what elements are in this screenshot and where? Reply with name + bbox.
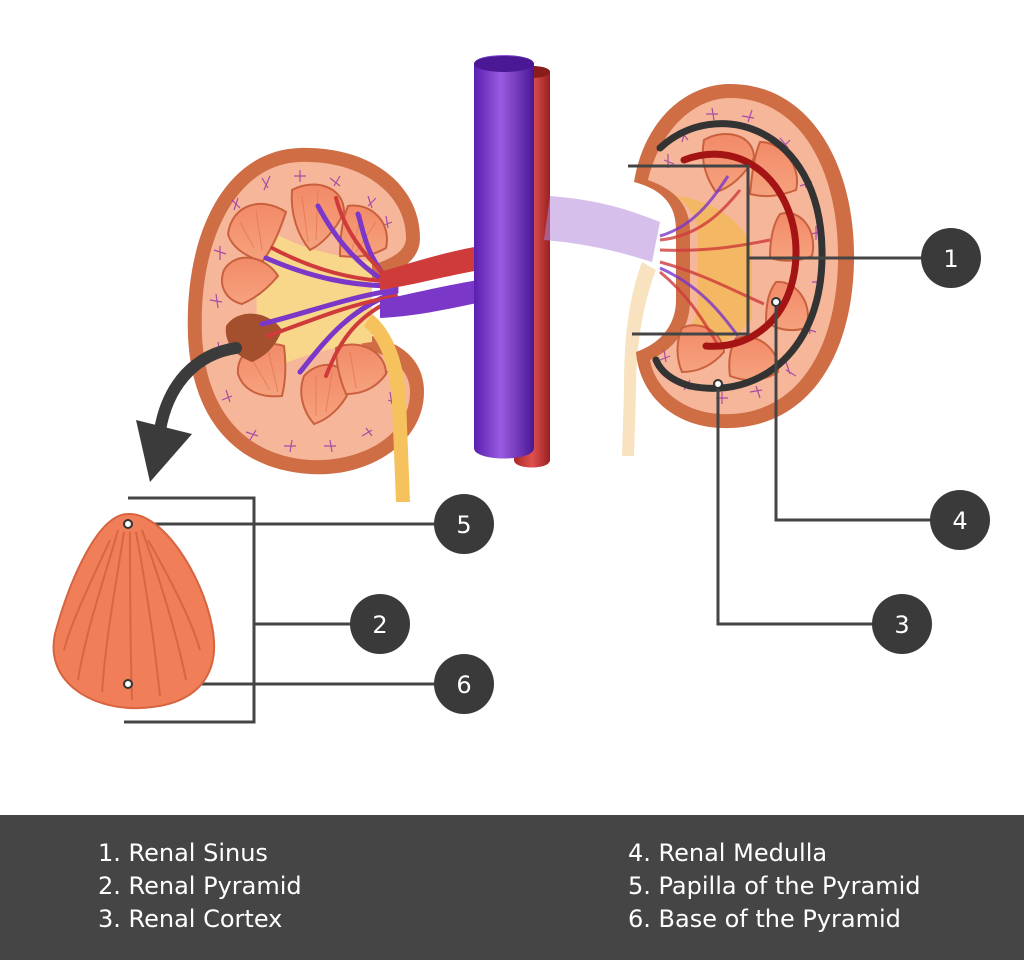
papilla-dot [123, 519, 133, 529]
legend-item: 4. Renal Medulla [628, 839, 828, 867]
legend-column-left: 1. Renal Sinus 2. Renal Pyramid 3. Renal… [98, 837, 302, 936]
left-cortex-capillaries [209, 170, 399, 453]
callout-badge-4: 4 [930, 490, 990, 550]
zoom-arrow-icon [136, 342, 242, 482]
left-ureter [364, 314, 410, 502]
left-renal-vein [380, 278, 492, 318]
right-ureter [622, 262, 656, 456]
callout-number: 6 [456, 671, 471, 699]
right-kidney [544, 84, 855, 456]
inferior-vena-cava [474, 55, 534, 459]
left-pyramid-striations [239, 189, 377, 416]
renal-medulla-arc [680, 150, 800, 350]
callout-badge-2: 2 [350, 594, 410, 654]
diagram-canvas: 1 4 3 5 2 6 [52, 55, 990, 724]
callout-lines [124, 164, 932, 724]
legend-item: 2. Renal Pyramid [98, 872, 302, 900]
callout-number: 3 [894, 611, 909, 639]
callout-badge-3: 3 [872, 594, 932, 654]
legend-item: 3. Renal Cortex [98, 905, 283, 933]
callout-badge-1: 1 [921, 228, 981, 288]
callout-anchor-dots [713, 297, 781, 389]
callout-line-4 [774, 302, 932, 522]
left-kidney [187, 147, 424, 475]
legend-item: 6. Base of the Pyramid [628, 905, 901, 933]
sinus-bracket [628, 164, 750, 336]
callout-line-3 [716, 384, 874, 626]
renal-cortex-arc [652, 120, 826, 392]
right-renal-vessels [544, 196, 660, 262]
zoomed-renal-pyramid [52, 512, 216, 710]
left-renal-artery [380, 244, 492, 290]
aorta-and-vena-cava [474, 55, 550, 468]
callout-number: 4 [952, 507, 967, 535]
callout-number: 2 [372, 611, 387, 639]
base-dot [123, 679, 133, 689]
right-sinus-vessels [659, 175, 771, 349]
left-interlobar-vessels [259, 196, 399, 378]
pyramid-bracket [124, 496, 256, 724]
left-pyramids [221, 183, 388, 426]
callout-number: 5 [456, 511, 471, 539]
callout-badge-6: 6 [434, 654, 494, 714]
legend-item: 5. Papilla of the Pyramid [628, 872, 921, 900]
callout-badge-5: 5 [434, 494, 494, 554]
callout-number: 1 [943, 245, 958, 273]
right-renal-sinus [676, 196, 752, 352]
legend-column-right: 4. Renal Medulla 5. Papilla of the Pyram… [628, 837, 921, 936]
legend-item: 1. Renal Sinus [98, 839, 268, 867]
legend-panel: 1. Renal Sinus 2. Renal Pyramid 3. Renal… [0, 815, 1024, 960]
